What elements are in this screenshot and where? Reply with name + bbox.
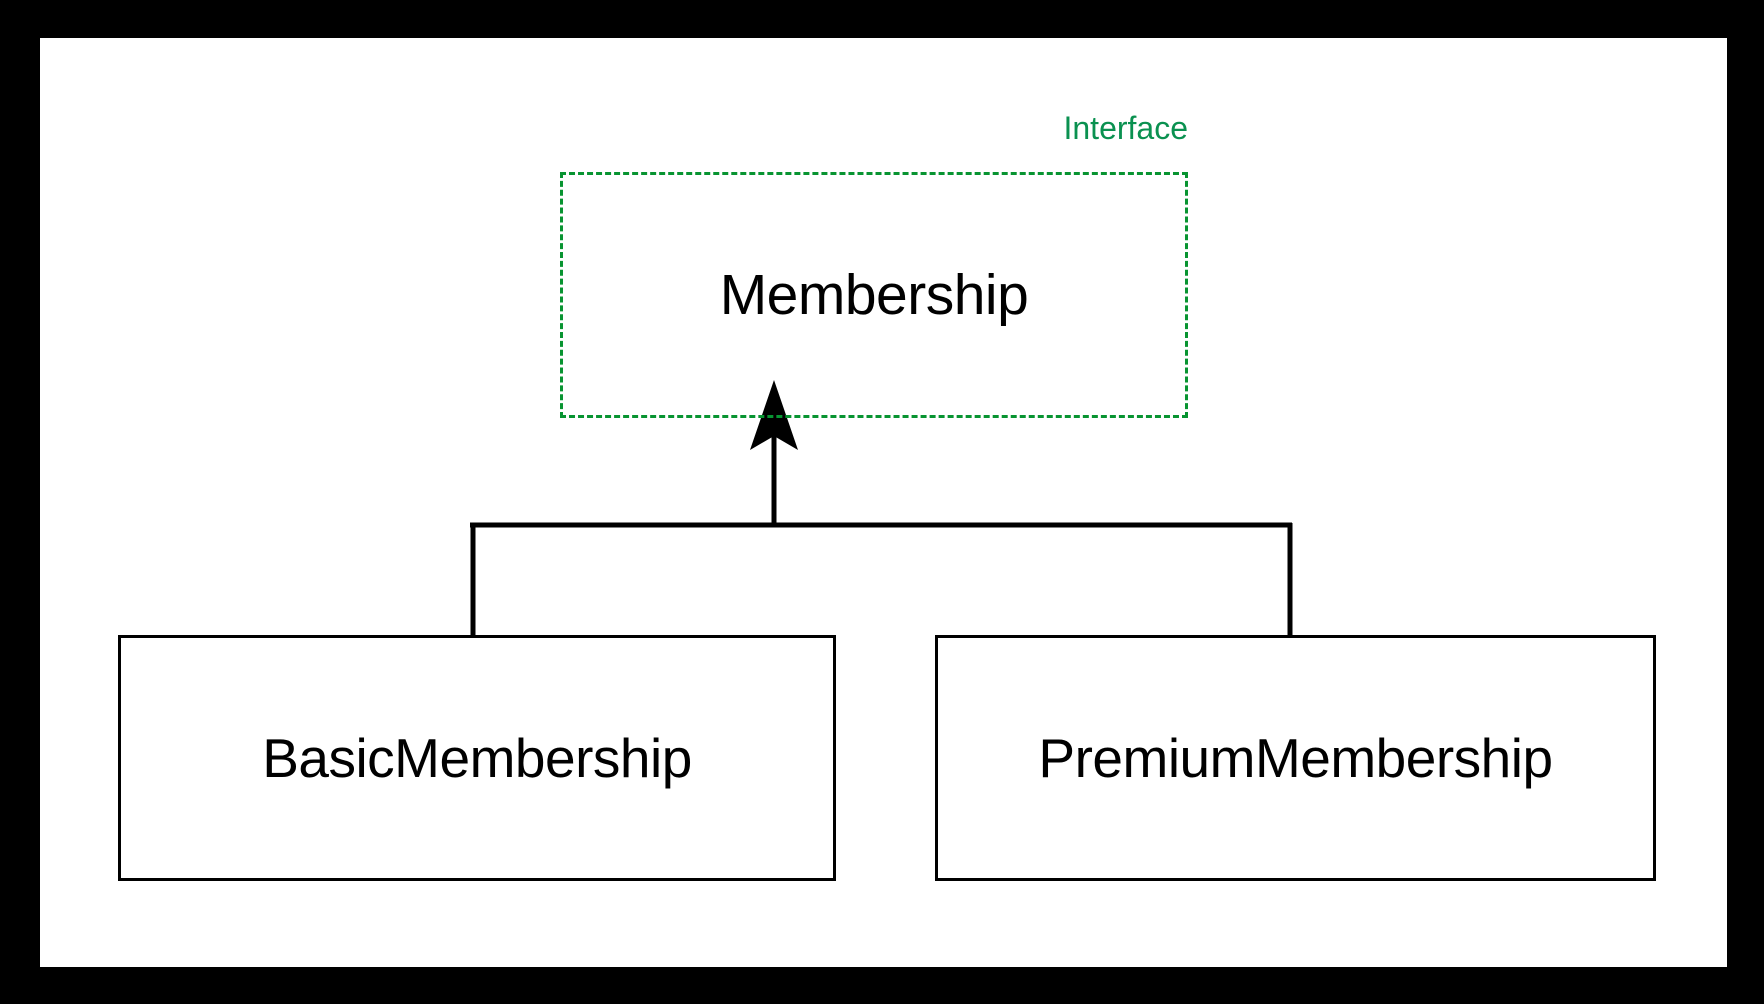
class-node-membership-title: Membership [719,263,1029,327]
class-node-premiummembership[interactable]: PremiumMembership [935,635,1656,881]
class-node-basicmembership[interactable]: BasicMembership [118,635,836,881]
diagram-canvas: Interface Membership BasicMembership Pre… [40,38,1727,967]
class-node-premiummembership-title: PremiumMembership [1038,727,1553,789]
class-node-membership[interactable]: Membership [560,172,1188,418]
interface-stereotype-label: Interface [1063,110,1188,146]
class-node-basicmembership-title: BasicMembership [262,727,692,789]
